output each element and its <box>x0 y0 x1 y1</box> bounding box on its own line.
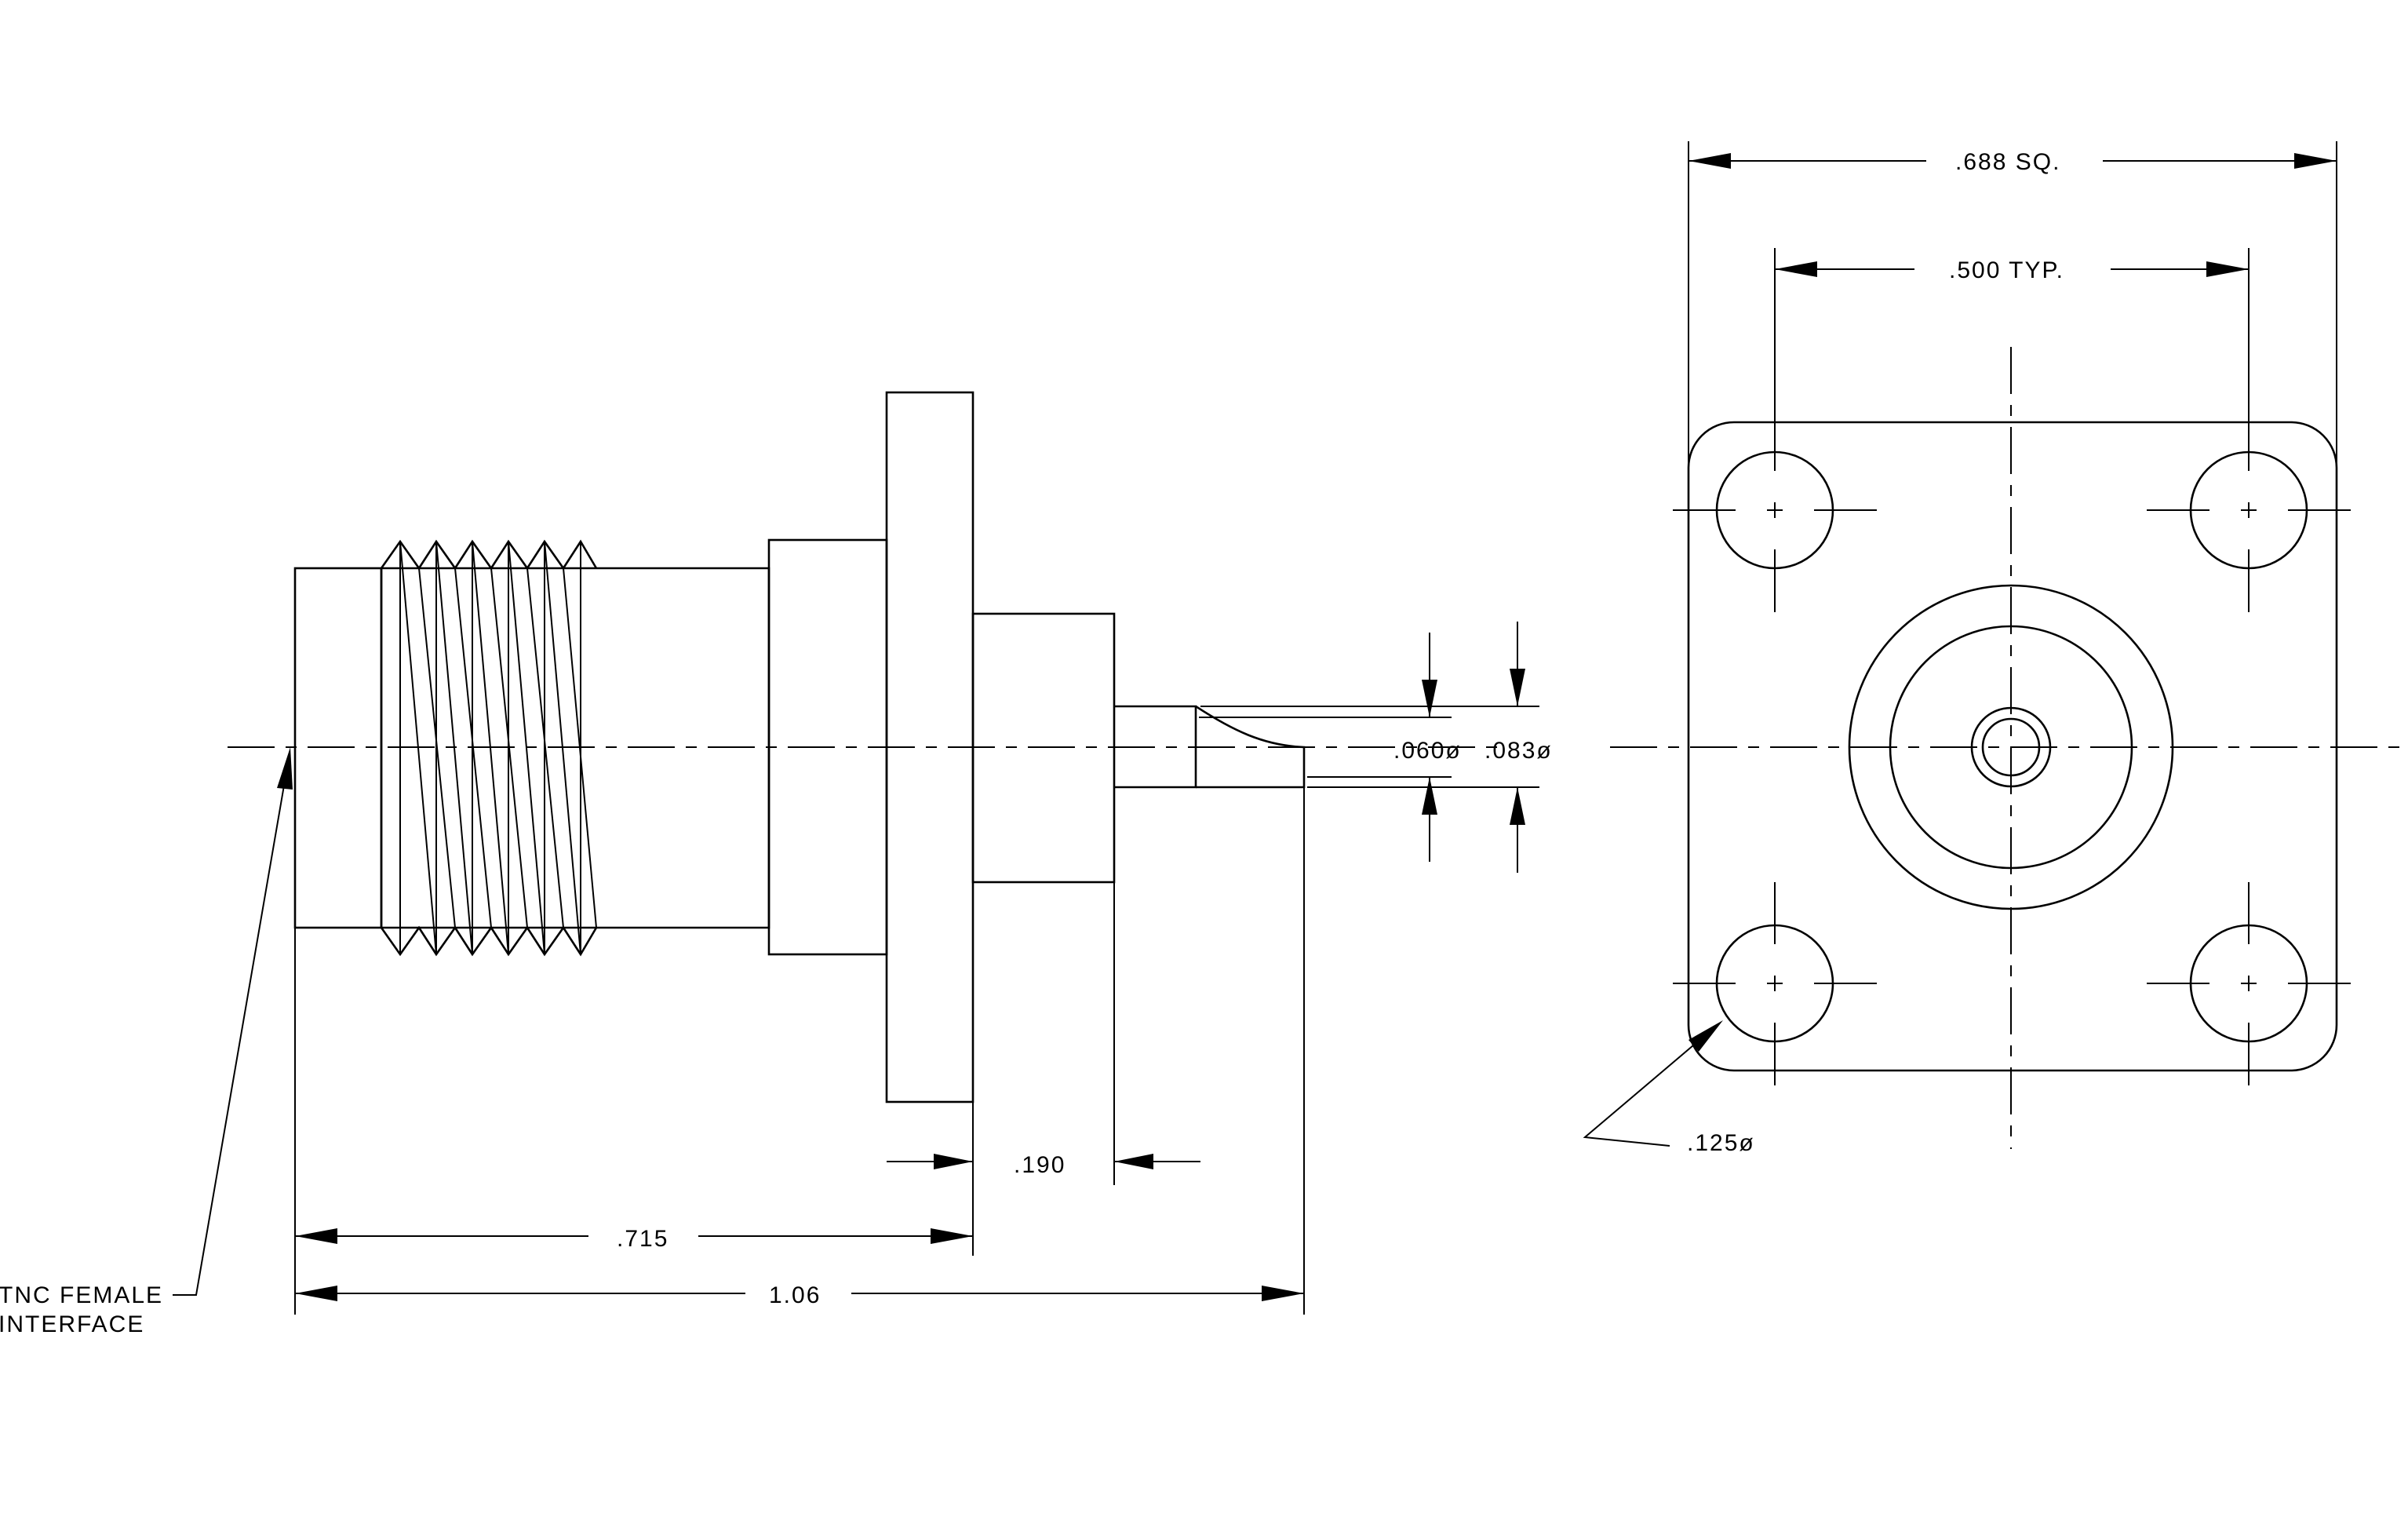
hole-spacing-label: .500 TYP. <box>1949 257 2064 283</box>
pin-diameter-label: .060ø <box>1393 738 1462 764</box>
front-view: .688 SQ. .500 TYP. .125ø <box>1583 141 2408 1156</box>
contact-pin <box>1195 705 1306 789</box>
rear-body <box>971 612 1116 884</box>
center-pin <box>1981 717 2041 777</box>
hole-diameter-label: .125ø <box>1687 1130 1755 1156</box>
flange-to-interface-label: .715 <box>617 1226 668 1252</box>
side-view: .060ø .083ø .190 .715 1.06 TNC FEMALE IN… <box>0 391 1553 1337</box>
square-size-label: .688 SQ. <box>1955 149 2060 175</box>
threaded-section <box>380 539 598 957</box>
dielectric <box>1114 705 1197 789</box>
interface-callout-line2: INTERFACE <box>0 1311 144 1337</box>
dielectric-ring <box>1970 706 2052 788</box>
overall-length-label: 1.06 <box>769 1282 821 1308</box>
interface-callout-line1: TNC FEMALE <box>0 1282 163 1308</box>
dielectric-diameter-label: .083ø <box>1485 738 1553 764</box>
outer-ring <box>1848 584 2174 910</box>
flange-square <box>1687 421 2338 1072</box>
body-length-label: .190 <box>1014 1152 1066 1178</box>
inner-ring <box>1889 625 2133 870</box>
